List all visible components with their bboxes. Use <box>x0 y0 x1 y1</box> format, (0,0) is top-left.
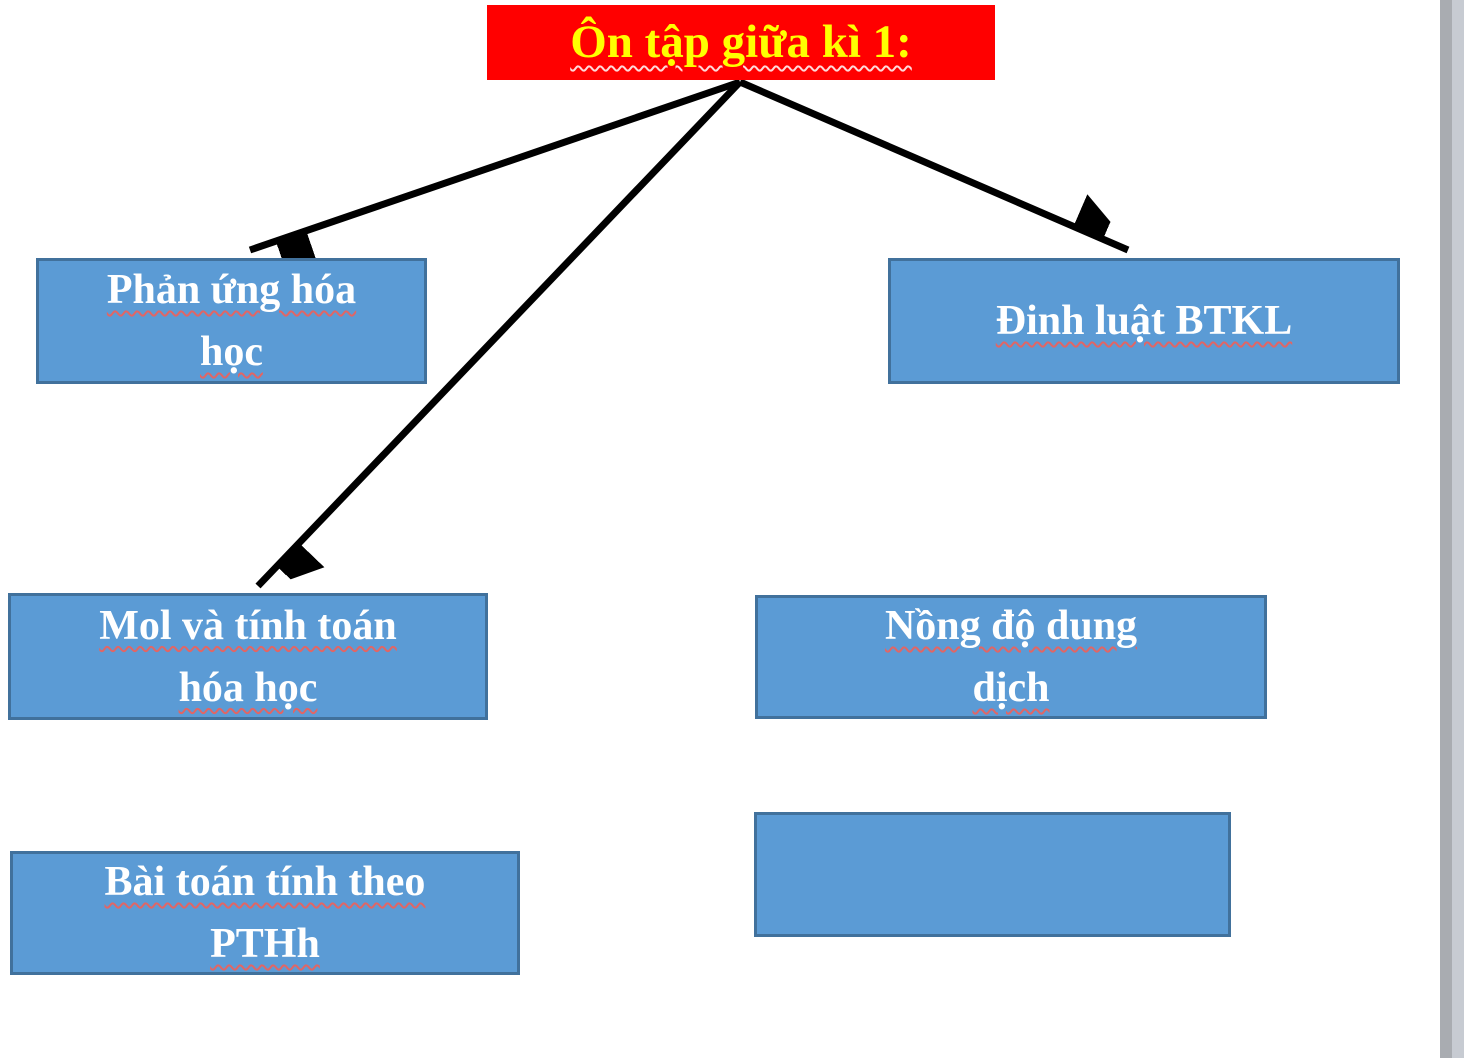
box-dinh-luat-btkl[interactable]: Đinh luật BTKL <box>888 258 1400 384</box>
scrollbar-track[interactable] <box>1440 0 1464 1058</box>
box-mol-label: Mol và tính toán hóa học <box>99 602 397 711</box>
box-empty[interactable] <box>754 812 1231 937</box>
title-text: Ôn tập giữa kì 1: <box>570 16 912 68</box>
box-bai-toan-label: Bài toán tính theo PTHh <box>104 859 426 967</box>
box-mol-tinh-toan[interactable]: Mol và tính toán hóa học <box>8 593 488 720</box>
arrow-to-dinh-luat <box>738 78 1130 254</box>
box-bai-toan-pthh[interactable]: Bài toán tính theo PTHh <box>10 851 520 975</box>
box-dinh-luat-label: Đinh luật BTKL <box>995 298 1293 344</box>
box-nong-do-label: Nồng độ dung dịch <box>884 603 1138 711</box>
box-nong-do-dung-dich[interactable]: Nồng độ dung dịch <box>755 595 1267 719</box>
title-box[interactable]: Ôn tập giữa kì 1: <box>487 5 995 80</box>
box-phan-ung-label: Phản ứng hóa học <box>106 267 357 375</box>
box-phan-ung-hoa-hoc[interactable]: Phản ứng hóa học <box>36 258 427 384</box>
arrow-to-phan-ung <box>248 78 742 250</box>
scrollbar-inner-strip <box>1440 0 1452 1058</box>
